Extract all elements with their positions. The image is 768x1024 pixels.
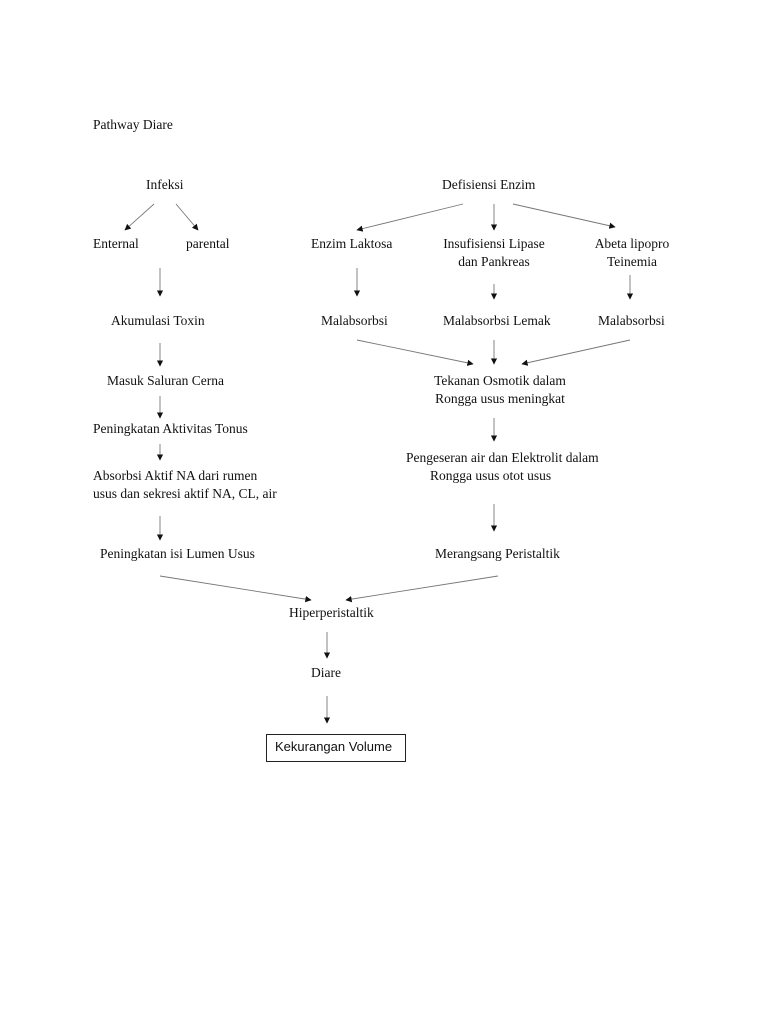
node-peningkatan-lumen: Peningkatan isi Lumen Usus: [100, 546, 255, 561]
node-insufisiensi-line1: Insufisiensi Lipase: [443, 236, 545, 251]
arrow-lumen-hiper: [159, 575, 312, 603]
node-pengeseran-line1: Pengeseran air dan Elektrolit dalam: [406, 450, 599, 465]
node-malabsorbsi-1: Malabsorbsi: [321, 313, 388, 328]
node-tekanan-line2: Rongga usus meningkat: [435, 391, 565, 406]
node-enternal: Enternal: [93, 236, 139, 251]
arrow-defisiensi-laktosa: [356, 203, 464, 232]
node-kekurangan-volume: Kekurangan Volume: [266, 734, 406, 762]
node-tekanan-line1: Tekanan Osmotik dalam: [434, 373, 566, 388]
node-akumulasi-toxin: Akumulasi Toxin: [111, 313, 205, 328]
node-abeta-line1: Abeta lipopro: [594, 236, 670, 251]
node-malabsorbsi-lemak: Malabsorbsi Lemak: [443, 313, 551, 328]
node-insufisiensi-line2: dan Pankreas: [458, 254, 530, 269]
node-infeksi: Infeksi: [146, 177, 184, 192]
node-insufisiensi: Insufisiensi Lipase dan Pankreas: [432, 235, 556, 271]
node-hiperperistaltik: Hiperperistaltik: [289, 605, 374, 620]
node-enzim-laktosa: Enzim Laktosa: [311, 236, 393, 251]
arrow-merangsang-hiper: [345, 575, 499, 603]
node-peningkatan-aktivitas: Peningkatan Aktivitas Tonus: [93, 421, 248, 436]
node-malabsorbsi-2: Malabsorbsi: [598, 313, 665, 328]
node-masuk-saluran-cerna: Masuk Saluran Cerna: [107, 373, 224, 388]
node-tekanan-osmotik: Tekanan Osmotik dalam Rongga usus mening…: [418, 372, 582, 408]
page-title: Pathway Diare: [93, 117, 173, 132]
arrow-infeksi-parental: [175, 203, 199, 231]
node-defisiensi-enzim: Defisiensi Enzim: [442, 177, 536, 192]
node-pengeseran: Pengeseran air dan Elektrolit dalam Rong…: [406, 449, 599, 485]
node-pengeseran-line2: Rongga usus otot usus: [430, 468, 552, 483]
node-absorbsi-line1: Absorbsi Aktif NA dari rumen: [93, 468, 258, 483]
node-merangsang-peristaltik: Merangsang Peristaltik: [435, 546, 560, 561]
node-parental: parental: [186, 236, 230, 251]
node-absorbsi-line2: usus dan sekresi aktif NA, CL, air: [93, 486, 277, 501]
arrow-malabsorbsi2-tekanan: [521, 339, 631, 366]
arrow-defisiensi-abeta: [512, 203, 616, 229]
arrow-infeksi-enternal: [124, 203, 155, 231]
node-diare: Diare: [311, 665, 341, 680]
node-abeta-line2: Teinemia: [606, 254, 658, 269]
node-absorbsi-aktif: Absorbsi Aktif NA dari rumen usus dan se…: [93, 467, 277, 503]
node-abeta: Abeta lipopro Teinemia: [584, 235, 680, 271]
arrow-malabsorbsi-tekanan: [356, 339, 474, 366]
